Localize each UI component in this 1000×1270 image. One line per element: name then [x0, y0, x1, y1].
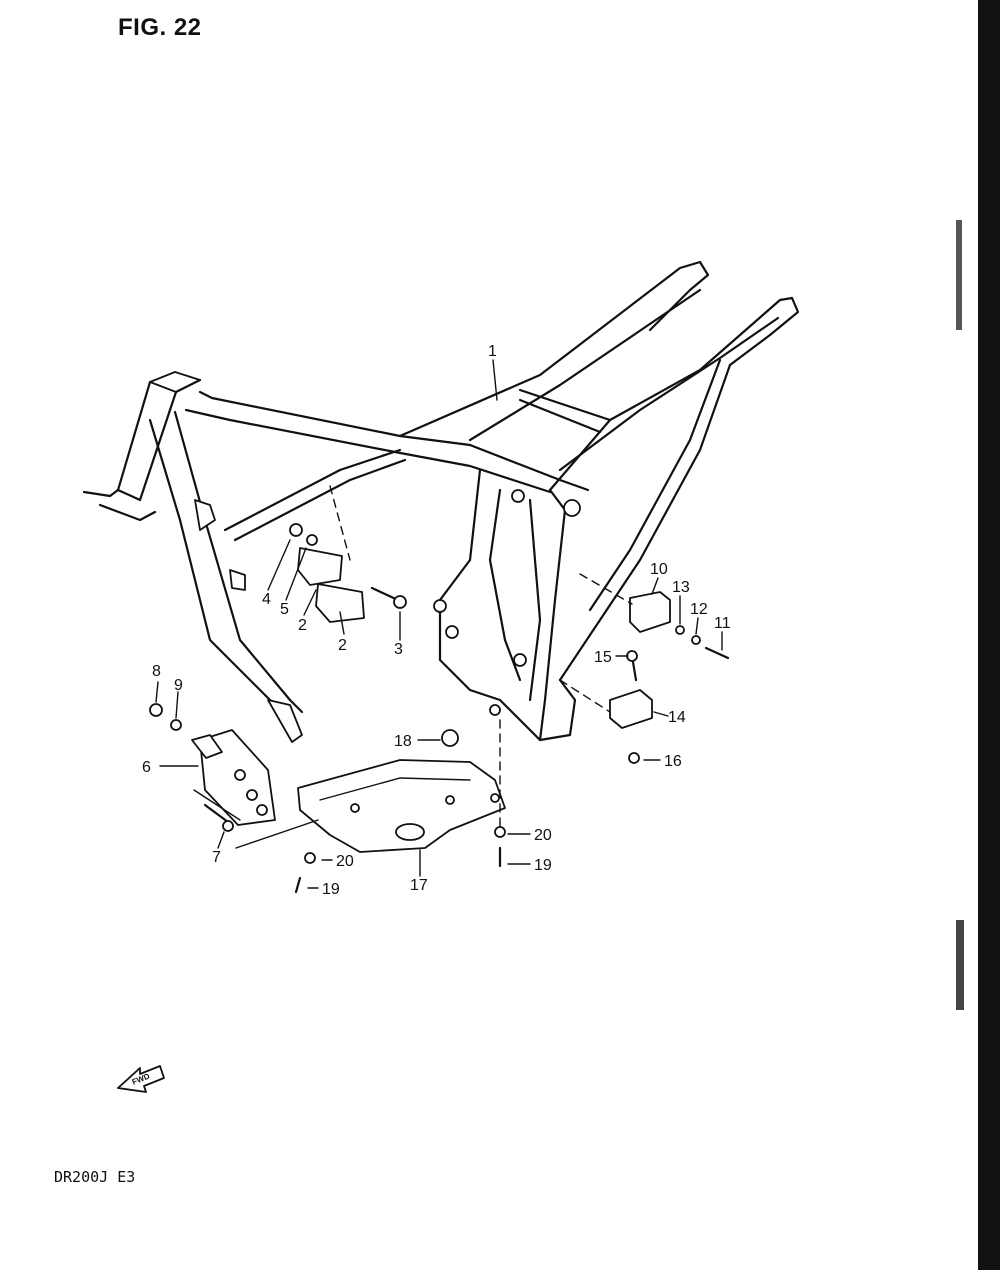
callout-4: 4	[262, 591, 271, 608]
callout-8: 8	[152, 663, 161, 680]
callout-11: 11	[714, 615, 731, 632]
callout-17: 17	[410, 877, 428, 894]
fwd-arrow-icon: FWD	[117, 1065, 165, 1093]
callout-2-lower: 2	[338, 637, 347, 654]
callout-14: 14	[668, 709, 686, 726]
callout-16: 16	[664, 753, 682, 770]
callout-12: 12	[690, 601, 708, 618]
callout-18: 18	[394, 733, 412, 750]
callout-19-right: 19	[534, 857, 552, 874]
callout-6: 6	[142, 759, 151, 776]
callout-20-left: 20	[336, 853, 354, 870]
leader-lines	[155, 359, 723, 889]
lower-front-bracket	[149, 703, 276, 832]
callout-20-right: 20	[534, 827, 552, 844]
callout-13: 13	[672, 579, 690, 596]
callout-7: 7	[212, 849, 221, 866]
callout-15: 15	[594, 649, 612, 666]
callout-19-left: 19	[322, 881, 340, 898]
callout-9: 9	[174, 677, 183, 694]
callout-10: 10	[650, 561, 668, 578]
model-code: DR200J E3	[54, 1168, 136, 1186]
figure-title: FIG. 22	[118, 14, 202, 41]
callout-2-upper: 2	[298, 617, 307, 634]
skid-plate	[297, 759, 506, 853]
callout-labels: 1 2 2 3 4 5 6 7 8 9 10 11 12 13 14 15 16…	[142, 343, 731, 898]
scan-border	[978, 0, 1000, 1270]
callout-5: 5	[280, 601, 289, 618]
callout-3: 3	[394, 641, 403, 658]
engine-mount-brackets	[289, 485, 407, 623]
frame-body	[82, 260, 800, 743]
scan-binding-edge	[956, 220, 964, 1010]
callout-1: 1	[488, 343, 497, 360]
rear-cushions	[294, 591, 730, 894]
